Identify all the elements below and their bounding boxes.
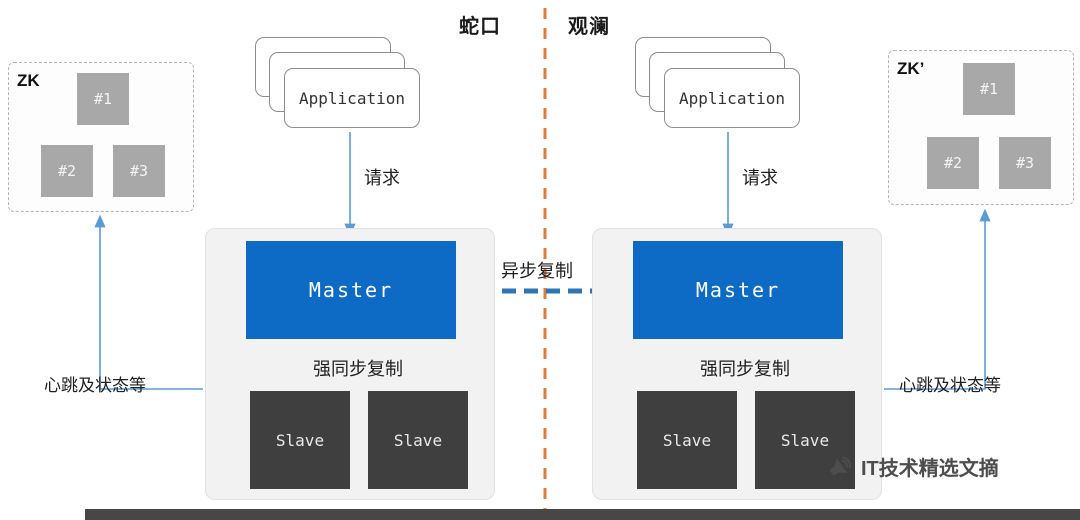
request-label-left: 请求 [364, 168, 400, 188]
sync-label-right: 强同步复制 [700, 359, 790, 379]
zk-node: #2 [41, 145, 93, 197]
heartbeat-label-right: 心跳及状态等 [899, 376, 1001, 395]
request-label-right: 请求 [742, 168, 778, 188]
slave-right-2: Slave [755, 391, 855, 489]
db-cluster-right: Master Slave Slave [592, 228, 882, 500]
heartbeat-label-left: 心跳及状态等 [44, 376, 146, 395]
megaphone-icon [826, 453, 854, 481]
zk-node: #1 [963, 63, 1015, 115]
zk-node: #2 [927, 137, 979, 189]
heartbeat-arrow-left [94, 214, 203, 390]
region-label-left: 蛇口 [459, 16, 501, 38]
application-left: Application [284, 68, 420, 128]
region-label-right: 观澜 [568, 16, 610, 38]
application-right: Application [664, 68, 800, 128]
slave-right-1: Slave [637, 391, 737, 489]
async-replication-label: 异步复制 [501, 261, 573, 281]
bottom-divider-bar [85, 509, 1080, 520]
sync-label-left: 强同步复制 [313, 359, 403, 379]
master-left: Master [246, 241, 456, 339]
db-cluster-left: Master Slave Slave [205, 228, 495, 500]
zk-node: #3 [999, 137, 1051, 189]
watermark-text: IT技术精选文摘 [861, 458, 999, 480]
master-right: Master [633, 241, 843, 339]
zk-label-right: ZK’ [897, 59, 925, 78]
zk-label-left: ZK [17, 71, 40, 90]
zk-node: #1 [77, 73, 129, 125]
watermark: IT技术精选文摘 [826, 452, 999, 481]
zk-node: #3 [113, 145, 165, 197]
zk-cluster-right: ZK’ #1 #2 #3 [888, 50, 1074, 205]
slave-left-2: Slave [368, 391, 468, 489]
slave-left-1: Slave [250, 391, 350, 489]
heartbeat-arrow-right [884, 208, 991, 390]
zk-cluster-left: ZK #1 #2 #3 [8, 62, 194, 212]
